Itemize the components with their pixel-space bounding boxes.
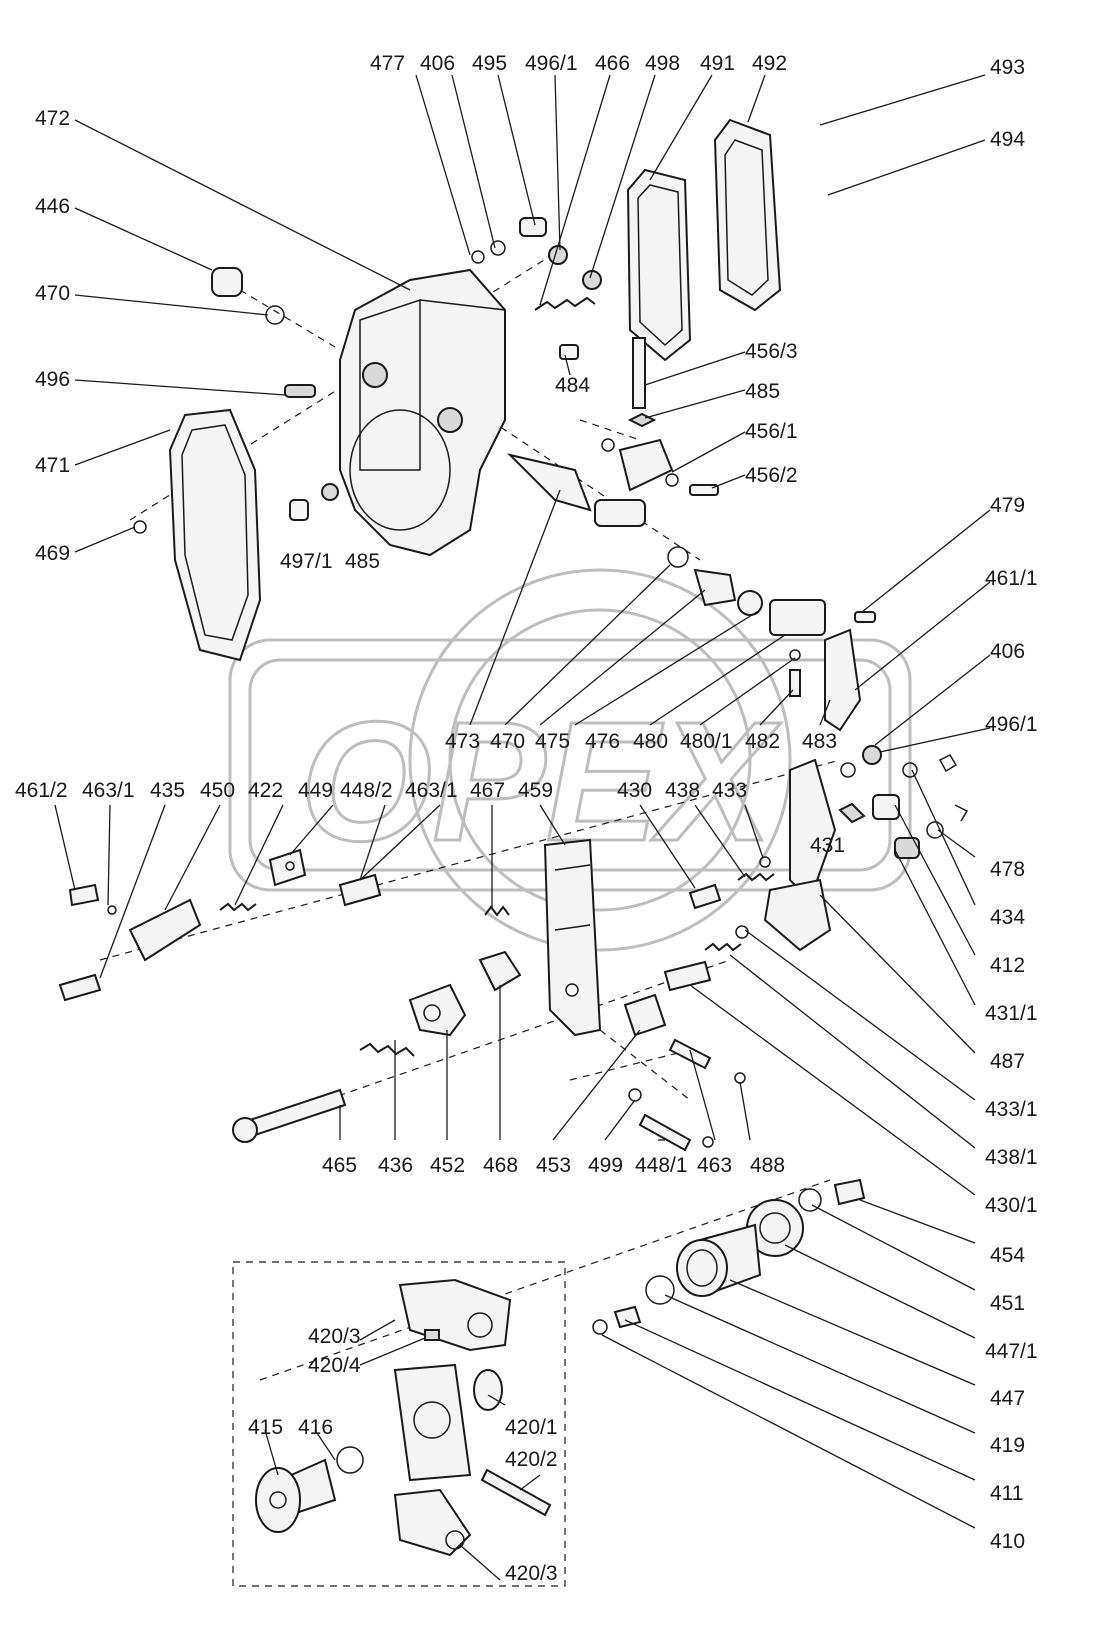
label-453: 453 [536, 1154, 571, 1177]
small-parts [58, 217, 969, 1152]
label-469: 469 [35, 542, 70, 565]
label-467: 467 [470, 779, 505, 802]
gasket-right [626, 168, 692, 362]
label-448-2: 448/2 [340, 779, 393, 802]
label-461-2: 461/2 [15, 779, 68, 802]
label-468: 468 [483, 1154, 518, 1177]
label-480: 480 [633, 730, 668, 753]
flyweight-subassembly [255, 1278, 552, 1557]
label-449: 449 [298, 779, 333, 802]
label-419: 419 [990, 1434, 1025, 1457]
label-435: 435 [150, 779, 185, 802]
label-482: 482 [745, 730, 780, 753]
label-447-1: 447/1 [985, 1340, 1038, 1363]
label-485: 485 [745, 380, 780, 403]
label-438-1: 438/1 [985, 1146, 1038, 1169]
label-473: 473 [445, 730, 480, 753]
label-487: 487 [990, 1050, 1025, 1073]
label-446: 446 [35, 195, 70, 218]
label-463: 463 [697, 1154, 732, 1177]
label-420-2: 420/2 [505, 1448, 558, 1471]
label-456-3: 456/3 [745, 340, 798, 363]
label-478: 478 [990, 858, 1025, 881]
label-499: 499 [588, 1154, 623, 1177]
cover-plate [713, 118, 782, 312]
label-465: 465 [322, 1154, 357, 1177]
label-485-b: 485 [345, 550, 380, 573]
label-411: 411 [990, 1482, 1023, 1505]
label-495: 495 [472, 52, 507, 75]
label-406-b: 406 [990, 640, 1025, 663]
label-480-1: 480/1 [680, 730, 733, 753]
governor-housing [339, 268, 506, 557]
label-420-1: 420/1 [505, 1416, 558, 1439]
label-412: 412 [990, 954, 1025, 977]
label-438: 438 [665, 779, 700, 802]
label-406: 406 [420, 52, 455, 75]
subassembly-box [232, 1261, 566, 1587]
bearing-group [592, 1178, 866, 1335]
label-430: 430 [617, 779, 652, 802]
label-436: 436 [378, 1154, 413, 1177]
label-433: 433 [712, 779, 747, 802]
label-420-3: 420/3 [308, 1325, 361, 1348]
label-496-1-b: 496/1 [985, 713, 1038, 736]
label-459: 459 [518, 779, 553, 802]
label-410: 410 [990, 1530, 1025, 1553]
watermark-text: OPEX [300, 687, 781, 877]
label-496-1: 496/1 [525, 52, 578, 75]
label-492: 492 [752, 52, 787, 75]
label-491: 491 [700, 52, 735, 75]
label-415: 415 [248, 1416, 283, 1439]
label-461-1: 461/1 [985, 567, 1038, 590]
label-463-1: 463/1 [82, 779, 135, 802]
part-labels: 477 406 495 496/1 466 498 491 492 493 49… [15, 52, 1038, 1585]
label-433-1: 433/1 [985, 1098, 1038, 1121]
label-471: 471 [35, 454, 70, 477]
label-470: 470 [35, 282, 70, 305]
label-434: 434 [990, 906, 1025, 929]
label-431: 431 [810, 834, 845, 857]
label-463-1-b: 463/1 [405, 779, 458, 802]
label-484: 484 [555, 374, 590, 397]
label-456-2: 456/2 [745, 464, 798, 487]
label-416: 416 [298, 1416, 333, 1439]
label-452: 452 [430, 1154, 465, 1177]
label-420-4: 420/4 [308, 1354, 361, 1377]
label-472: 472 [35, 107, 70, 130]
label-451: 451 [990, 1292, 1025, 1315]
label-420-3-b: 420/3 [505, 1562, 558, 1585]
label-430-1: 430/1 [985, 1194, 1038, 1217]
label-496: 496 [35, 368, 70, 391]
leader-lines [54, 74, 991, 1581]
label-450: 450 [200, 779, 235, 802]
label-447: 447 [990, 1387, 1025, 1410]
label-422: 422 [248, 779, 283, 802]
label-494: 494 [990, 128, 1025, 151]
label-456-1: 456/1 [745, 420, 798, 443]
gasket-left [168, 408, 262, 662]
label-493: 493 [990, 56, 1025, 79]
label-470-b: 470 [490, 730, 525, 753]
label-476: 476 [585, 730, 620, 753]
label-497-1: 497/1 [280, 550, 333, 573]
label-488: 488 [750, 1154, 785, 1177]
label-483: 483 [802, 730, 837, 753]
label-498: 498 [645, 52, 680, 75]
label-454: 454 [990, 1244, 1025, 1267]
label-477: 477 [370, 52, 405, 75]
label-466: 466 [595, 52, 630, 75]
label-475: 475 [535, 730, 570, 753]
label-448-1: 448/1 [635, 1154, 688, 1177]
label-431-1: 431/1 [985, 1002, 1038, 1025]
label-479: 479 [990, 494, 1025, 517]
